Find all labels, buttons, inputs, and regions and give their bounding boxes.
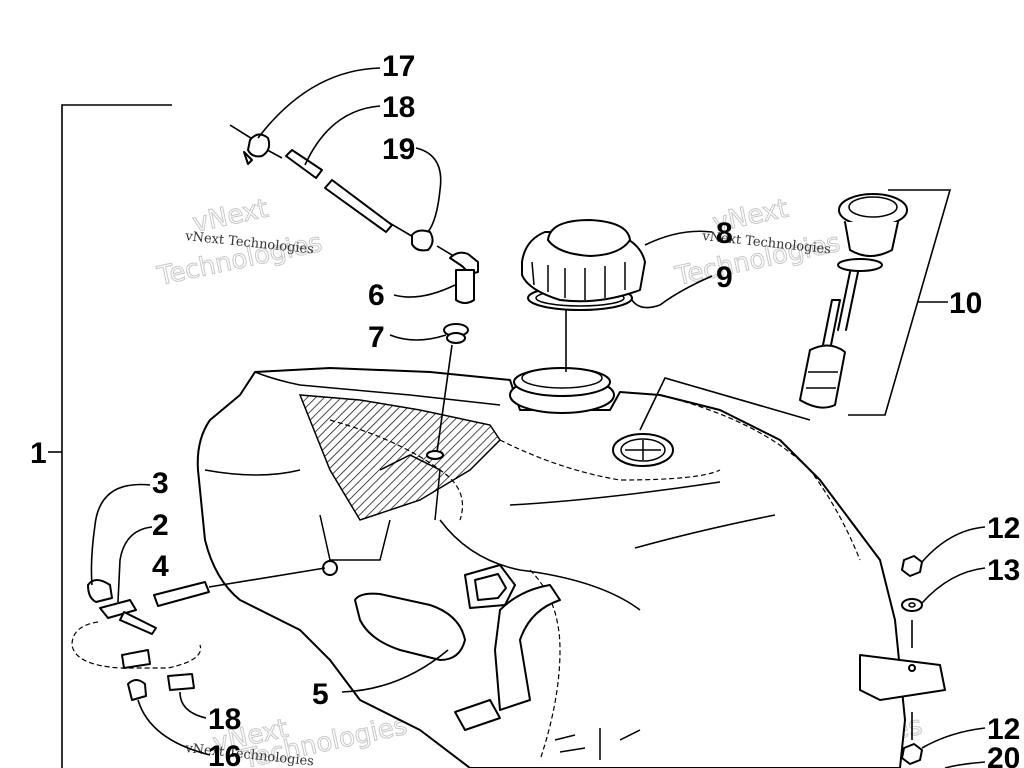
fuel-tank-body — [196, 367, 946, 768]
callout-1: 1 — [30, 437, 47, 470]
fuel-cap-part — [521, 219, 646, 303]
callout-17: 17 — [382, 50, 415, 83]
vent-line-assembly — [229, 124, 479, 453]
callout-4: 4 — [152, 550, 169, 583]
callout-8: 8 — [716, 217, 733, 250]
mounting-hardware — [901, 555, 923, 765]
callout-6: 6 — [368, 279, 385, 312]
callout-20: 20 — [987, 742, 1020, 768]
callout-18-upper: 18 — [382, 91, 415, 124]
callout-10: 10 — [949, 287, 982, 320]
callout-19: 19 — [382, 133, 415, 166]
callout-10-bracket — [639, 189, 952, 431]
leader-lines — [90, 67, 986, 768]
fuel-gauge-sender — [799, 193, 908, 409]
callout-7: 7 — [368, 321, 385, 354]
callout-9: 9 — [716, 261, 733, 294]
assembly-bracket — [48, 104, 172, 768]
watermark-top-right: vNext Technologies vNext Technologies — [672, 193, 844, 292]
callout-12-lower: 12 — [987, 713, 1020, 746]
callout-16: 16 — [208, 740, 241, 768]
watermark-top-left: vNext Technologies vNext Technologies — [154, 193, 326, 292]
callout-3: 3 — [152, 467, 169, 500]
callout-5: 5 — [312, 678, 329, 711]
callout-2: 2 — [152, 509, 169, 542]
callout-12-upper: 12 — [987, 512, 1020, 545]
callout-13: 13 — [987, 554, 1020, 587]
callout-18-lower: 18 — [208, 703, 241, 736]
filler-neck — [509, 305, 615, 414]
callout-numbers: 1 2 3 4 5 6 7 8 9 10 12 13 12 20 16 17 1… — [30, 50, 1020, 768]
fuel-valve-fittings — [71, 567, 326, 701]
fuel-gauge-on-tank — [612, 433, 674, 467]
